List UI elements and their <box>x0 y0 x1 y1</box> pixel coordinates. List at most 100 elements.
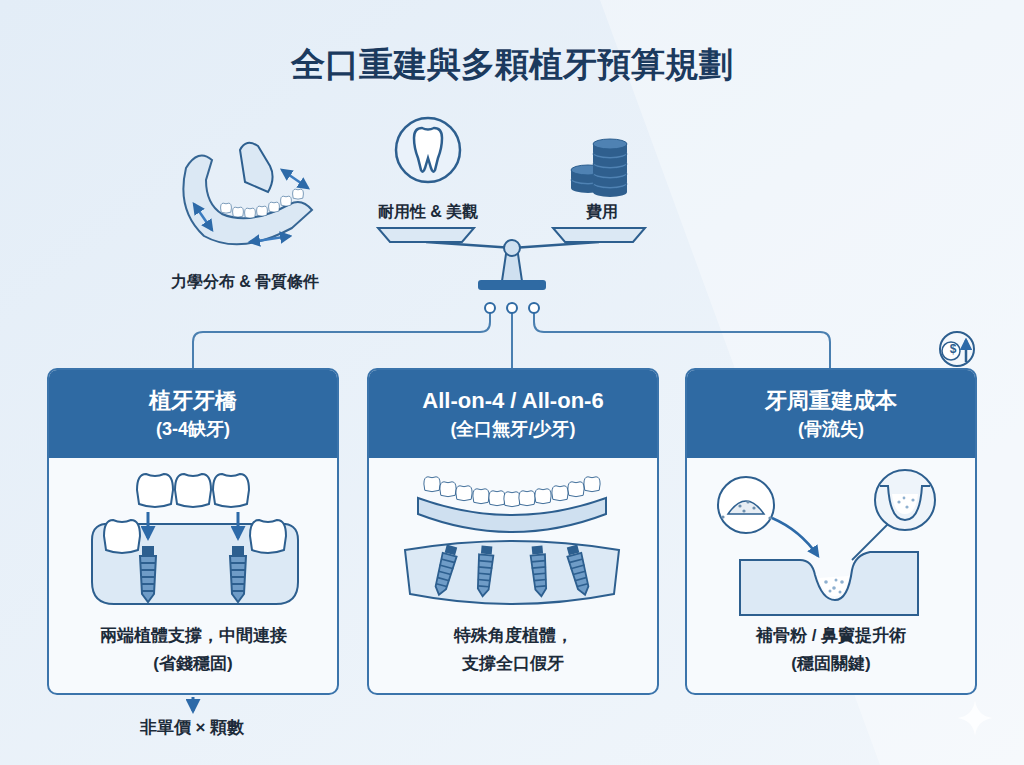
illustration-shape <box>746 500 749 503</box>
illustration-shape <box>293 189 304 199</box>
illustration-shape <box>281 196 292 206</box>
bone-graft-illustration <box>718 470 935 615</box>
illustration-shape <box>832 586 836 590</box>
illustration-shape <box>504 492 520 507</box>
illustration-shape <box>530 545 549 596</box>
caption-label: 耐用性 & 美觀 <box>378 202 478 223</box>
illustration-shape <box>824 579 844 594</box>
illustration-shape <box>565 544 592 596</box>
illustration-shape <box>721 500 771 519</box>
illustration-shape <box>897 497 914 509</box>
card-panel: 特殊角度植體，支撐全口假牙 All-on-4 / All-on-6(全口無牙/少牙… <box>367 368 659 695</box>
illustration-shape <box>414 128 442 172</box>
card-body-text: (穩固關鍵) <box>693 650 969 678</box>
sparkle-mark <box>957 700 993 736</box>
illustration-shape <box>728 501 764 514</box>
illustration-shape <box>752 506 755 509</box>
illustration-shape <box>475 545 494 596</box>
caption-label: 非單價 × 顆數 <box>140 716 244 739</box>
coins-icon <box>571 139 627 197</box>
card-fill <box>47 368 339 695</box>
illustration-shape <box>818 576 849 596</box>
illustration-shape <box>534 313 830 368</box>
illustration-shape <box>840 580 844 584</box>
balance-scale <box>193 228 830 368</box>
card-subheading: (骨流失) <box>765 416 897 442</box>
illustration-shape <box>405 541 619 604</box>
illustration-shape <box>897 500 900 503</box>
caption-label: 費用 <box>586 202 618 223</box>
illustration-shape <box>240 143 273 192</box>
card-fill <box>685 368 977 695</box>
illustration-shape <box>424 477 440 492</box>
text-group: 補骨粉 / 鼻竇提升術(穩固關鍵) <box>693 622 969 678</box>
illustration-shape <box>175 474 211 507</box>
illustration-shape <box>378 228 474 242</box>
illustration-shape <box>593 139 627 149</box>
card-body-text: 支撐全口假牙 <box>375 650 651 678</box>
illustration-shape <box>504 240 520 256</box>
currency-symbol: $ <box>944 342 962 356</box>
text-group: 植牙牙橋(3-4缺牙) <box>149 386 237 442</box>
card-fill <box>367 368 659 695</box>
tooth-icon <box>396 118 460 182</box>
illustration-shape <box>485 303 495 313</box>
illustration-shape <box>396 118 460 182</box>
illustration-shape <box>282 170 308 188</box>
illustration-shape <box>740 552 918 615</box>
illustration-shape <box>213 474 249 507</box>
card-heading: 牙周重建成本 <box>765 386 897 416</box>
card-heading: 植牙牙橋 <box>149 386 237 416</box>
illustration-shape <box>839 591 842 594</box>
illustration-shape <box>250 520 286 553</box>
illustration-shape <box>233 207 244 217</box>
full-arch-illustration <box>405 477 619 604</box>
illustration-shape <box>502 254 522 281</box>
card-body-text: 特殊角度植體， <box>375 622 651 650</box>
illustration-shape <box>237 512 240 538</box>
illustration-shape <box>738 504 741 507</box>
illustration-shape <box>147 512 150 538</box>
cost-badge: $ <box>939 331 975 367</box>
illustration-shape <box>507 303 517 313</box>
text-group: All-on-4 / All-on-6(全口無牙/少牙) <box>422 386 603 442</box>
illustration-shape <box>519 491 535 506</box>
illustration-shape <box>440 482 456 497</box>
cost-badge-art <box>942 340 966 362</box>
illustration-shape <box>905 505 908 508</box>
illustration-shape <box>473 489 489 504</box>
illustration-shape <box>511 313 513 368</box>
illustration-shape <box>835 579 838 582</box>
illustration-shape <box>230 546 246 602</box>
illustration-shape <box>269 202 280 212</box>
illustration-shape <box>553 228 645 242</box>
illustration-shape <box>104 520 140 553</box>
illustration-shape <box>829 590 832 593</box>
illustration-shape <box>742 509 745 512</box>
jaw-icon <box>183 143 312 245</box>
card-panel: 補骨粉 / 鼻竇提升術(穩固關鍵) 牙周重建成本(骨流失) <box>685 368 977 695</box>
illustration-shape <box>903 497 906 500</box>
illustration-shape <box>552 486 568 501</box>
illustration-shape <box>478 280 546 290</box>
illustration-shape <box>568 482 584 497</box>
illustration-shape <box>221 203 232 213</box>
illustration-shape <box>965 340 968 362</box>
illustration-shape <box>584 477 600 492</box>
illustration-shape <box>245 208 256 218</box>
illustration-shape <box>892 494 918 514</box>
illustration-shape <box>432 544 459 596</box>
illustration-shape <box>140 546 156 602</box>
illustration-shape <box>768 516 771 519</box>
illustration-shape <box>824 580 828 584</box>
illustration-shape <box>911 498 914 501</box>
illustration-shape <box>489 491 505 506</box>
card-body-text: 兩端植體支撐，中間連接 <box>55 622 331 650</box>
text-group: 兩端植體支撐，中間連接(省錢穩固) <box>55 622 331 678</box>
card-subheading: (全口無牙/少牙) <box>422 416 603 442</box>
illustration-shape <box>193 313 490 368</box>
illustration-shape <box>250 236 290 242</box>
illustration-shape <box>137 474 173 507</box>
